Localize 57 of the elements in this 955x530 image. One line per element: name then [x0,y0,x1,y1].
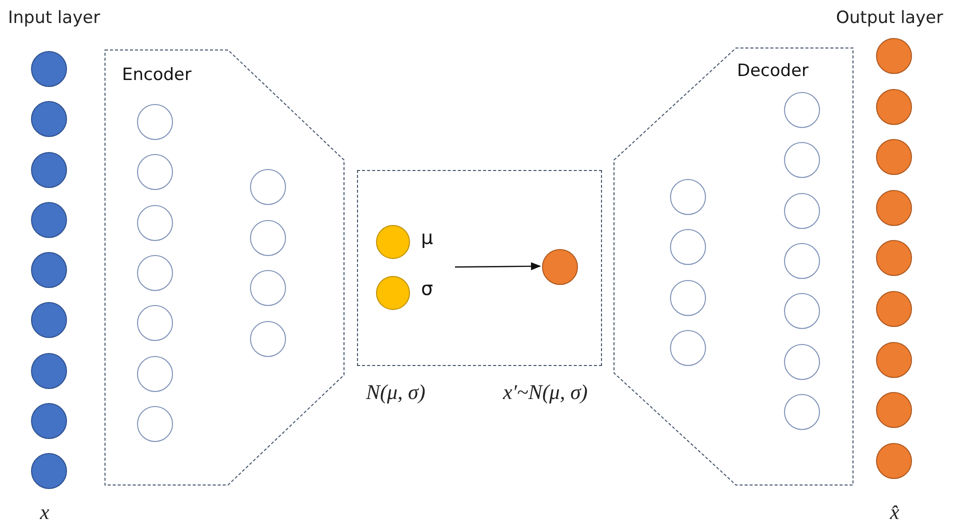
hidden-neuron [137,204,173,241]
hidden-neuron [670,280,706,316]
variable-label: x [40,500,50,525]
greek-symbol: σ [421,278,434,300]
input-neuron [31,152,67,188]
latent-box [357,170,602,366]
hidden-neuron [250,220,286,256]
output-neuron [876,139,912,176]
hidden-neuron [137,254,173,291]
output-neuron [876,88,912,125]
output-neuron [876,190,912,226]
arrow [455,262,541,270]
output-neuron [876,342,912,378]
layer-label: Input layer [8,8,100,28]
hidden-neuron [137,406,173,442]
input-neuron [31,202,67,238]
hidden-neuron [784,344,820,380]
output-neuron [876,392,912,428]
block-heading: Encoder [122,65,192,85]
input-neuron [31,51,67,87]
hidden-neuron [670,330,706,366]
input-neuron [31,352,67,388]
hidden-neuron [137,356,173,392]
variable-label: x̂ [890,500,900,525]
hidden-neuron [250,270,286,306]
greek-symbol: μ [421,227,434,249]
hidden-neuron [784,192,820,229]
encoder-outline [104,49,346,487]
deviation-neuron [376,276,410,310]
hidden-neuron [670,179,706,215]
formula-label: x′~N(μ, σ) [503,380,588,405]
output-neuron [876,38,912,74]
hidden-neuron [250,320,286,356]
hidden-neuron [137,154,173,190]
hidden-neuron [137,305,173,342]
hidden-neuron [250,169,286,205]
output-neuron [876,240,912,276]
hidden-neuron [784,142,820,178]
block-heading: Decoder [737,61,809,81]
decoder-outline [613,47,854,487]
input-neuron [31,453,67,489]
hidden-neuron [784,242,820,279]
hidden-neuron [784,92,820,128]
hidden-neuron [784,293,820,330]
hidden-neuron [670,229,706,266]
hidden-neuron [137,104,173,140]
sample-neuron [542,249,578,285]
hidden-neuron [784,394,820,430]
output-neuron [876,442,912,479]
mean-neuron [376,225,410,259]
input-neuron [31,252,67,288]
output-neuron [876,291,912,327]
layer-label: Output layer [836,8,944,28]
input-neuron [31,402,67,439]
input-neuron [31,302,67,338]
input-neuron [31,101,67,138]
formula-label: N(μ, σ) [366,380,426,405]
